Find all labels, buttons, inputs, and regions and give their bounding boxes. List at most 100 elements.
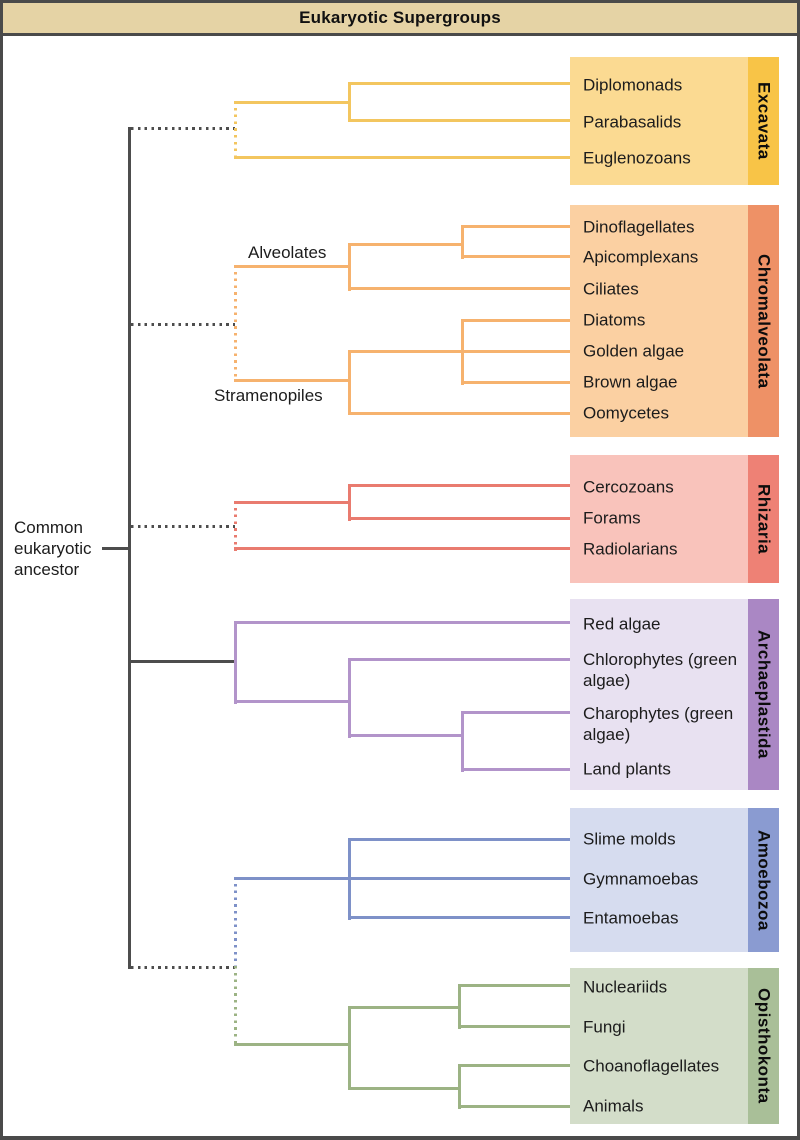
group-panel-excavata: Excavata bbox=[570, 57, 779, 185]
branch-chromalveolata-line bbox=[461, 319, 464, 385]
branch-rhizaria-line bbox=[234, 501, 351, 504]
page-title: Eukaryotic Supergroups bbox=[299, 8, 501, 27]
trunk-dotted-line bbox=[131, 323, 235, 326]
group-strip-opisthokonta: Opisthokonta bbox=[748, 968, 779, 1124]
clade-label-alveolates: Alveolates bbox=[248, 243, 327, 262]
taxon-label: Euglenozoans bbox=[583, 148, 691, 168]
taxon-label: Chlorophytes (green algae) bbox=[583, 650, 738, 690]
branch-archaeplastida-line bbox=[234, 621, 237, 704]
taxon-label: Gymnamoebas bbox=[583, 869, 699, 889]
branch-opisthokonta-line bbox=[348, 1087, 461, 1090]
group-strip-rhizaria: Rhizaria bbox=[748, 455, 779, 583]
branch-chromalveolata-line bbox=[348, 287, 570, 290]
branch-opisthokonta-line bbox=[234, 1043, 351, 1046]
branch-chromalveolata-line bbox=[234, 265, 351, 268]
branch-chromalveolata-line bbox=[461, 381, 570, 384]
taxon-label: Charophytes (green algae) bbox=[583, 704, 734, 744]
branch-amoebozoa-line bbox=[348, 916, 570, 919]
taxon-label: Fungi bbox=[583, 1017, 626, 1037]
branch-chromalveolata-line bbox=[461, 319, 570, 322]
taxon-label: Diplomonads bbox=[583, 75, 683, 95]
branch-excavata-line bbox=[348, 119, 570, 122]
branch-chromalveolata-line bbox=[348, 350, 570, 353]
trunk-dotted-line bbox=[131, 966, 235, 969]
branch-chromalveolata-line bbox=[461, 225, 570, 228]
trunk-dotted-line bbox=[131, 525, 235, 528]
taxon-label: Nucleariids bbox=[583, 977, 668, 997]
group-strip-amoebozoa: Amoebozoa bbox=[748, 808, 779, 952]
taxon-label: Slime molds bbox=[583, 829, 676, 849]
branch-archaeplastida-line bbox=[461, 711, 570, 714]
taxon-label: Cercozoans bbox=[583, 477, 674, 497]
branch-chromalveolata-line bbox=[461, 255, 570, 258]
branch-amoebozoa-line bbox=[234, 877, 570, 880]
branch-amoebozoa-line bbox=[348, 838, 570, 841]
group-panel-rhizaria: Rhizaria bbox=[570, 455, 779, 583]
branch-excavata-line bbox=[348, 82, 351, 122]
trunk-line bbox=[102, 547, 129, 550]
diagram-header: Eukaryotic Supergroups bbox=[3, 0, 797, 36]
taxon-label: Oomycetes bbox=[583, 403, 669, 423]
taxon-label: Forams bbox=[583, 508, 641, 528]
taxon-label: Diatoms bbox=[583, 310, 646, 330]
branch-chromalveolata-line bbox=[348, 412, 570, 415]
branch-chromalveolata-line bbox=[348, 243, 351, 291]
branch-rhizaria-line bbox=[348, 517, 570, 520]
branch-chromalveolata-dotted-line bbox=[234, 265, 237, 382]
trunk-dotted-line bbox=[131, 127, 235, 130]
taxon-label: Parabasalids bbox=[583, 112, 682, 132]
group-name-label: Archaeplastida bbox=[754, 630, 774, 759]
group-strip-archaeplastida: Archaeplastida bbox=[748, 599, 779, 790]
branch-chromalveolata-line bbox=[461, 225, 464, 259]
taxon-label: Red algae bbox=[583, 614, 661, 634]
branch-amoebozoa-line bbox=[348, 838, 351, 920]
branch-opisthokonta-line bbox=[458, 1064, 570, 1067]
taxon-label: Radiolarians bbox=[583, 539, 678, 559]
branch-chromalveolata-line bbox=[234, 379, 351, 382]
branch-chromalveolata-line bbox=[348, 350, 351, 415]
branch-rhizaria-dotted-line bbox=[234, 501, 237, 551]
branch-excavata-line bbox=[234, 156, 570, 159]
branch-chromalveolata-line bbox=[348, 243, 464, 246]
branch-rhizaria-line bbox=[234, 547, 570, 550]
branch-archaeplastida-line bbox=[461, 711, 464, 772]
branch-opisthokonta-line bbox=[348, 1006, 461, 1009]
group-name-label: Excavata bbox=[754, 82, 774, 160]
group-strip-chromalveolata: Chromalveolata bbox=[748, 205, 779, 437]
group-panel-archaeplastida: Archaeplastida bbox=[570, 599, 779, 790]
taxon-label: Entamoebas bbox=[583, 908, 679, 928]
branch-opisthokonta-line bbox=[458, 1064, 461, 1109]
branch-opisthokonta-line bbox=[348, 1006, 351, 1090]
clade-label-stramenopiles: Stramenopiles bbox=[214, 386, 323, 405]
branch-opisthokonta-dotted-line bbox=[234, 966, 237, 1045]
group-panel-opisthokonta: Opisthokonta bbox=[570, 968, 779, 1124]
group-name-label: Amoebozoa bbox=[754, 829, 774, 931]
taxon-label: Animals bbox=[583, 1096, 644, 1116]
taxon-label: Land plants bbox=[583, 759, 671, 779]
branch-archaeplastida-line bbox=[234, 621, 570, 624]
group-name-label: Chromalveolata bbox=[754, 253, 774, 389]
group-name-label: Opisthokonta bbox=[754, 988, 774, 1104]
branch-excavata-dotted-line bbox=[234, 101, 237, 159]
trunk-line bbox=[131, 660, 236, 663]
branch-opisthokonta-line bbox=[458, 984, 461, 1029]
branch-amoebozoa-dotted-line bbox=[234, 877, 237, 968]
branch-archaeplastida-line bbox=[348, 658, 351, 738]
branch-archaeplastida-line bbox=[461, 768, 570, 771]
branch-rhizaria-line bbox=[348, 484, 351, 521]
taxon-label: Dinoflagellates bbox=[583, 217, 695, 237]
group-name-label: Rhizaria bbox=[754, 483, 774, 555]
group-panel-chromalveolata: Chromalveolata bbox=[570, 205, 779, 437]
branch-archaeplastida-line bbox=[234, 700, 351, 703]
branch-opisthokonta-line bbox=[458, 984, 570, 987]
branch-archaeplastida-line bbox=[348, 734, 464, 737]
group-strip-excavata: Excavata bbox=[748, 57, 779, 185]
trunk-line bbox=[128, 127, 131, 969]
taxon-label: Brown algae bbox=[583, 372, 678, 392]
group-panel-amoebozoa: Amoebozoa bbox=[570, 808, 779, 952]
branch-rhizaria-line bbox=[348, 484, 570, 487]
branch-excavata-line bbox=[348, 82, 570, 85]
branch-opisthokonta-line bbox=[458, 1105, 570, 1108]
branch-excavata-line bbox=[234, 101, 351, 104]
